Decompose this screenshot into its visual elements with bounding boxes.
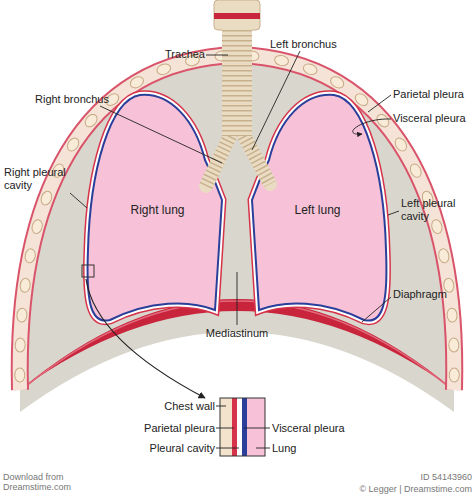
inset-label: Pleural cavity <box>120 442 215 455</box>
left-bronchus-rings <box>242 132 270 184</box>
rib-section <box>449 338 459 352</box>
structure-name: Right bronchus <box>35 93 135 106</box>
leader-line <box>206 55 228 56</box>
right-bronchus-tube <box>206 132 232 186</box>
inset-label: Lung <box>272 442 367 455</box>
rib-section <box>128 74 145 90</box>
inset-label: Visceral pleura <box>272 422 367 435</box>
leader-line <box>256 448 270 449</box>
inset-visceral-pleura <box>242 398 247 456</box>
watermark: ID 54143960 <box>360 472 472 482</box>
left-bronchus-tube <box>242 132 270 184</box>
structure-name: Trachea <box>150 48 205 61</box>
cricoid-band <box>214 13 260 19</box>
rib-section <box>15 368 25 382</box>
watermark: Download from Dreamstime.com <box>3 472 93 492</box>
rib-section <box>302 62 319 76</box>
leader-arrow <box>353 119 391 134</box>
structure-name: Parietal pleura <box>393 88 473 101</box>
larynx <box>214 0 260 30</box>
organ-name: Right lung <box>85 90 230 330</box>
lung-shape: Right lung <box>85 90 230 330</box>
rib-section <box>16 308 27 323</box>
leader-line <box>244 428 270 429</box>
abdominal-band <box>20 309 454 412</box>
rib-section <box>375 112 392 129</box>
leader-line <box>362 297 391 322</box>
leader-line <box>252 51 300 150</box>
leader-line <box>100 106 222 163</box>
right-bronchus-rings <box>206 132 232 186</box>
leader-line <box>368 95 391 112</box>
rib-section <box>15 338 25 352</box>
rib-section <box>430 219 443 235</box>
watermark: © Legger | Dreamstime.com <box>340 484 472 494</box>
structure-name: Diaphragm <box>393 288 473 301</box>
trachea-rings <box>222 30 252 136</box>
rib-section <box>83 112 100 129</box>
leader-line <box>388 211 399 215</box>
rib-section <box>30 219 43 235</box>
detail-arrow <box>86 279 205 398</box>
structure-name: Right pleural cavity <box>4 166 78 192</box>
inset-frame <box>220 398 265 456</box>
rib-section <box>447 308 458 323</box>
rib-section <box>449 368 459 382</box>
inset-label: Parietal pleura <box>120 422 215 435</box>
inset-chest-wall <box>220 398 232 456</box>
inset-parietal-pleura <box>232 398 237 456</box>
rib-section <box>393 136 409 153</box>
rib-section <box>19 278 31 293</box>
leader-line <box>237 272 238 325</box>
rib-row <box>15 50 460 382</box>
chest-wall-outer <box>20 55 455 390</box>
detail-marker <box>82 265 94 277</box>
lung-shape: Left lung <box>245 90 390 330</box>
leader-line <box>70 193 87 208</box>
structure-name: Mediastinum <box>187 327 287 340</box>
inset-label: Chest wall <box>120 400 215 413</box>
organ-name: Left lung <box>245 90 390 330</box>
rib-section <box>65 136 81 153</box>
diaphragm-muscle <box>20 299 454 390</box>
chest-wall <box>20 55 455 390</box>
rib-section <box>408 162 423 179</box>
leader-line <box>216 428 234 429</box>
leader-lines <box>70 51 399 448</box>
trachea-tube <box>222 28 252 136</box>
structure-name: Left pleural cavity <box>401 197 471 223</box>
structure-name: Visceral pleura <box>393 112 473 125</box>
structure-name: Left bronchus <box>270 38 370 51</box>
rib-section <box>215 50 230 61</box>
diaphragm-highlight <box>24 301 450 388</box>
leader-line <box>216 406 226 407</box>
leader-line <box>216 448 239 449</box>
rib-section <box>24 248 37 264</box>
rib-section <box>155 62 172 76</box>
rib-section <box>329 74 346 90</box>
rib-section <box>274 54 290 67</box>
inset-pleural-cavity <box>237 398 242 456</box>
thoracic-cavity <box>20 55 455 390</box>
rib-section <box>438 248 451 264</box>
rib-section <box>245 50 260 61</box>
inset-lung <box>247 398 265 456</box>
rib-section <box>39 190 53 207</box>
